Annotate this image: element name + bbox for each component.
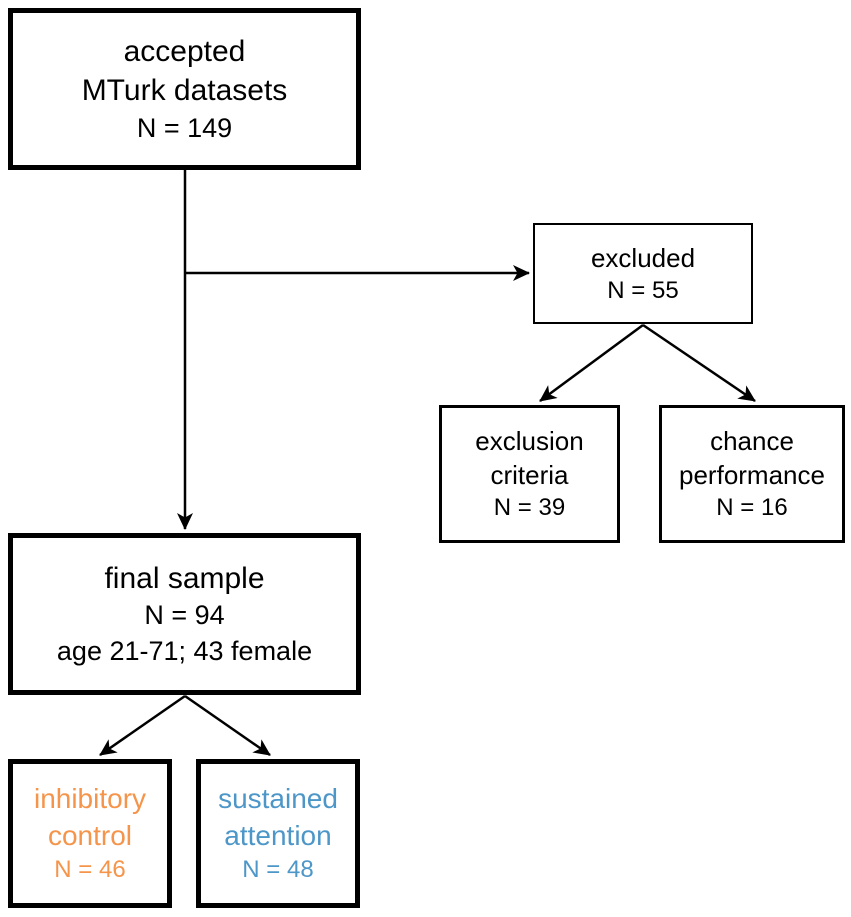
inhibitory-control-line2: control (47, 819, 133, 851)
box-excluded: excluded N = 55 (533, 223, 753, 324)
sustained-attention-line1: sustained (218, 783, 338, 815)
final-sample-count: N = 94 (144, 600, 225, 631)
chance-performance-count: N = 16 (716, 494, 788, 522)
arrow-final-to-inhibitory (99, 694, 186, 757)
sustained-attention-count: N = 48 (242, 856, 314, 884)
arrow-final-to-sustained (184, 694, 271, 757)
box-exclusion-criteria: exclusion criteria N = 39 (439, 405, 620, 543)
inhibitory-control-line1: inhibitory (33, 783, 147, 815)
box-inhibitory-control: inhibitory control N = 46 (8, 759, 172, 908)
chance-performance-line1: chance (710, 425, 794, 456)
accepted-line1: accepted (123, 34, 246, 68)
box-chance-performance: chance performance N = 16 (659, 405, 845, 543)
chance-performance-line2: performance (679, 460, 825, 491)
exclusion-criteria-line2: criteria (490, 460, 569, 491)
sustained-attention-line2: attention (224, 819, 332, 851)
accepted-count: N = 149 (136, 112, 233, 143)
accepted-line2: MTurk datasets (81, 74, 288, 108)
excluded-line1: excluded (590, 242, 696, 273)
exclusion-criteria-count: N = 39 (493, 494, 566, 522)
inhibitory-control-count: N = 46 (54, 856, 126, 884)
final-sample-line1: final sample (104, 561, 265, 595)
excluded-count: N = 55 (607, 276, 679, 304)
arrow-excluded-to-chance (642, 323, 756, 403)
final-sample-detail: age 21-71; 43 female (56, 635, 313, 666)
arrow-excluded-to-criteria (539, 323, 644, 403)
box-final-sample: final sample N = 94 age 21-71; 43 female (8, 533, 361, 695)
exclusion-criteria-line1: exclusion (475, 425, 584, 456)
box-sustained-attention: sustained attention N = 48 (196, 759, 360, 908)
box-accepted-mturk-datasets: accepted MTurk datasets N = 149 (8, 8, 361, 170)
